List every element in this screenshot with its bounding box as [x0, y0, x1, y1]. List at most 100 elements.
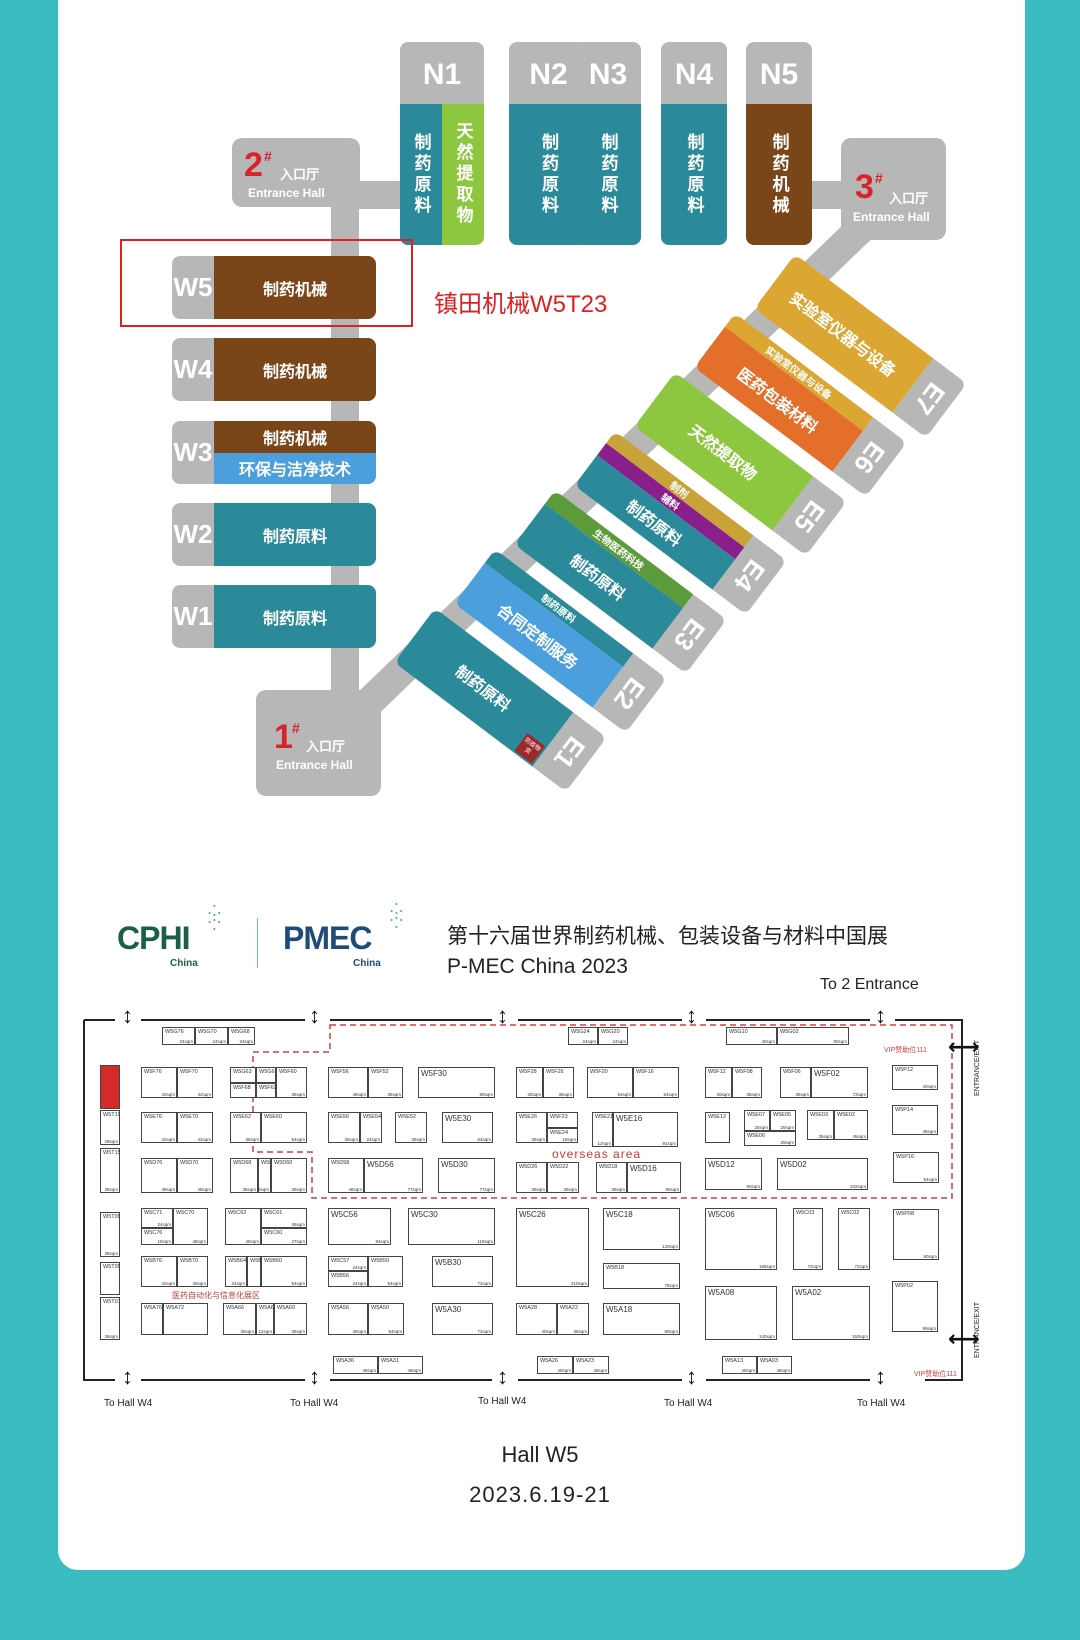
booth[interactable]: W5A6112sqm — [256, 1303, 274, 1335]
booth[interactable]: W5T05 — [100, 1262, 120, 1295]
booth[interactable]: W5D6618sqm — [258, 1158, 271, 1193]
booth[interactable]: W5F68 — [230, 1083, 256, 1098]
booth[interactable]: W5F62 — [256, 1083, 276, 1098]
booth[interactable]: W5G63 — [230, 1067, 256, 1083]
booth[interactable]: W5A72 — [163, 1303, 208, 1335]
highlighted-booth[interactable] — [100, 1065, 120, 1109]
booth[interactable]: W5G61 — [256, 1067, 276, 1083]
booth[interactable]: W5E12 — [705, 1112, 730, 1143]
booth[interactable]: W5A76 — [141, 1303, 163, 1335]
booth[interactable]: W5F23 — [547, 1112, 578, 1128]
